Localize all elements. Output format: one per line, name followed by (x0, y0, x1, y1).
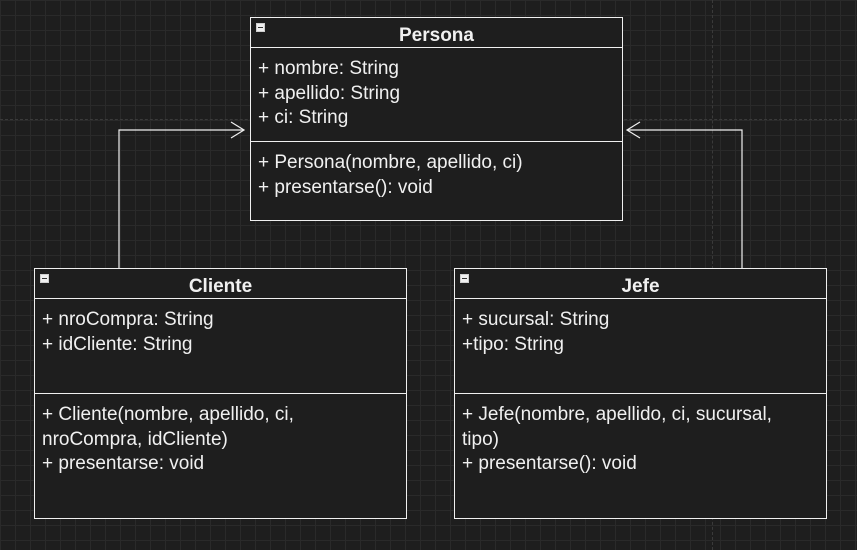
methods-section[interactable]: + Cliente(nombre, apellido, ci, nroCompr… (35, 394, 406, 477)
collapse-toggle-icon[interactable] (40, 274, 49, 283)
class-name: Jefe (621, 276, 660, 297)
edge-jefe-to-persona[interactable] (628, 129, 743, 268)
attribute-row: + idCliente: String (42, 333, 193, 355)
attribute-row: + sucursal: String (462, 309, 610, 330)
attribute-row: + nroCompra: String (42, 309, 214, 330)
collapse-toggle-icon[interactable] (460, 274, 469, 283)
method-row: + Jefe(nombre, apellido, ci, sucursal, (462, 404, 772, 425)
arrowhead-cliente-to-persona (230, 121, 246, 139)
collapse-toggle-icon[interactable] (256, 23, 265, 32)
attribute-row: + apellido: String (258, 82, 401, 104)
attribute-row: +tipo: String (462, 333, 564, 355)
methods-section[interactable]: + Persona(nombre, apellido, ci) + presen… (251, 142, 622, 200)
attributes-section[interactable]: + nombre: String + apellido: String + ci… (251, 48, 622, 142)
method-row: + presentarse(): void (462, 453, 637, 474)
method-row: + presentarse(): void (258, 176, 433, 198)
class-jefe[interactable]: Jefe + sucursal: String +tipo: String + … (454, 268, 827, 519)
class-header[interactable]: Persona (251, 18, 622, 48)
method-row: tipo) (462, 428, 499, 450)
class-header[interactable]: Cliente (35, 269, 406, 299)
class-header[interactable]: Jefe (455, 269, 826, 299)
methods-section[interactable]: + Jefe(nombre, apellido, ci, sucursal, t… (455, 394, 826, 477)
class-cliente[interactable]: Cliente + nroCompra: String + idCliente:… (34, 268, 407, 519)
class-persona[interactable]: Persona + nombre: String + apellido: Str… (250, 17, 623, 221)
class-name: Cliente (188, 276, 253, 297)
method-row: nroCompra, idCliente) (42, 428, 228, 450)
class-name: Persona (399, 25, 474, 46)
attributes-section[interactable]: + sucursal: String +tipo: String (455, 299, 826, 394)
method-row: + presentarse: void (42, 453, 205, 474)
edge-cliente-to-persona[interactable] (118, 129, 243, 268)
attribute-row: + nombre: String (258, 58, 399, 79)
attribute-row: + ci: String (258, 107, 349, 128)
arrowhead-jefe-to-persona (625, 121, 641, 139)
method-row: + Cliente(nombre, apellido, ci, (42, 404, 294, 425)
attributes-section[interactable]: + nroCompra: String + idCliente: String (35, 299, 406, 394)
method-row: + Persona(nombre, apellido, ci) (258, 152, 523, 173)
